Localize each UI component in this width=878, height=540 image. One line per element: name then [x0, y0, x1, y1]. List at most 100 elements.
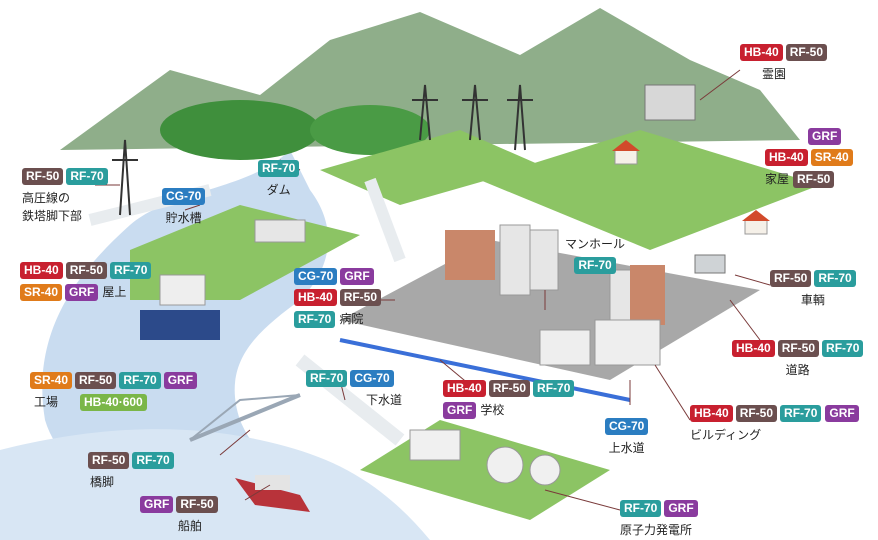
badge-grf: GRF	[664, 500, 698, 517]
badge-group: HB-40 RF-50 RF-70	[443, 380, 575, 397]
badge-group: HB-40 RF-50 RF-70	[732, 340, 864, 357]
badge-group: RF-70 GRF	[620, 500, 698, 517]
caption-reien: 霊園	[762, 67, 787, 81]
badge-rf-70: RF-70	[822, 340, 864, 357]
caption-kaoku: 家屋	[765, 172, 790, 186]
caption-doro: 道路	[785, 363, 810, 377]
caption-josui: 上水道	[608, 441, 645, 455]
caption-kyokyaku: 橋脚	[90, 475, 115, 489]
building	[254, 219, 306, 243]
badge-rf-70: RF-70	[780, 405, 822, 422]
pipe	[364, 177, 406, 263]
badge-rf-70: RF-70	[258, 160, 300, 177]
badge-group: HB-40 SR-40	[765, 149, 853, 166]
reactor-dome	[529, 454, 561, 486]
badge-cg-70: CG-70	[350, 370, 394, 387]
badge-rf-70: RF-70	[620, 500, 662, 517]
caption-byoin: 病院	[339, 312, 364, 326]
label-building: HB-40 RF-50 RF-70 GRF ビルディング	[690, 405, 860, 444]
badge-rf-70: RF-70	[119, 372, 161, 389]
house	[744, 219, 768, 235]
caption-sharyo: 車輌	[800, 293, 825, 307]
label-kojo: SR-40 RF-50 RF-70 GRF 工場 HB-40·600	[30, 372, 200, 411]
badge-hb-40-600: HB-40·600	[80, 393, 147, 411]
badge-grf: GRF	[163, 372, 198, 389]
factory	[159, 274, 206, 306]
caption-building: ビルディング	[690, 428, 762, 442]
bridge-cable	[189, 394, 301, 441]
caption-tettou: 高圧線の 鉄塔脚下部	[22, 191, 83, 223]
badge-rf-50: RF-50	[339, 289, 382, 306]
substation	[644, 84, 696, 121]
badge-rf-50: RF-50	[75, 372, 117, 389]
badge-rf-50: RF-50	[793, 170, 835, 188]
house-roof	[742, 210, 770, 221]
badge-cg-70: CG-70	[162, 188, 206, 205]
badge-cg-70: CG-70	[294, 268, 338, 285]
badge-hb-40: HB-40	[732, 340, 775, 357]
caption-gakko: 学校	[480, 403, 505, 417]
ship-hull	[235, 478, 310, 512]
badge-rf-50: RF-50	[65, 262, 108, 279]
label-sharyo: RF-50 RF-70 車輌	[770, 270, 856, 309]
badge-group: GRF RF-50	[140, 496, 218, 513]
label-kyokyaku: RF-50 RF-70 橋脚	[88, 452, 174, 491]
forest-hill	[310, 105, 430, 155]
label-genshiryoku: RF-70 GRF 原子力発電所	[620, 500, 698, 539]
caption-damu: ダム	[266, 183, 291, 197]
leader-lines	[95, 69, 771, 511]
badge-rf-50: RF-50	[785, 44, 828, 61]
badge-grf: GRF	[140, 496, 174, 513]
building	[630, 265, 665, 325]
badge-grf: GRF	[808, 128, 842, 145]
caption-chosui: 貯水槽	[165, 211, 202, 225]
badge-hb-40: HB-40	[690, 405, 733, 422]
label-josui: CG-70 上水道	[605, 418, 649, 457]
caption-genshiryoku: 原子力発電所	[620, 523, 693, 537]
badge-rf-50: RF-50	[22, 168, 64, 185]
ship-cargo	[255, 475, 290, 490]
badge-group: RF-70 CG-70	[306, 370, 394, 387]
badge-sr-40: SR-40	[20, 283, 63, 301]
truck	[694, 254, 726, 274]
badge-group: HB-40 RF-50 RF-70	[20, 262, 152, 279]
badge-rf-70: RF-70	[574, 257, 616, 274]
label-chosui: CG-70 貯水槽	[162, 188, 206, 227]
badge-hb-40: HB-40	[740, 44, 783, 61]
badge-rf-50: RF-50	[88, 452, 130, 469]
label-doro: HB-40 RF-50 RF-70 道路	[732, 340, 864, 379]
label-tettou: RF-50 RF-70 高圧線の 鉄塔脚下部	[22, 168, 108, 225]
badge-cg-70: CG-70	[605, 418, 649, 435]
badge-rf-50: RF-50	[176, 496, 218, 513]
building	[499, 224, 531, 296]
badge-grf: GRF	[825, 405, 859, 422]
label-gesui: RF-70 CG-70 下水道	[306, 370, 406, 409]
badge-grf: GRF	[443, 401, 477, 419]
bridge-deck	[189, 393, 301, 442]
residential-platform	[480, 130, 820, 250]
badge-rf-70: RF-70	[132, 452, 174, 469]
pylon	[462, 84, 488, 141]
building	[445, 230, 495, 280]
badge-grf: GRF	[65, 283, 99, 301]
pylon	[507, 84, 533, 151]
badge-group: CG-70 GRF	[294, 268, 374, 285]
caption-kojo: 工場	[34, 395, 59, 409]
pylon	[412, 84, 438, 141]
badge-rf-70: RF-70	[294, 310, 336, 328]
factory-roof	[140, 310, 220, 340]
badge-rf-70: RF-70	[306, 370, 348, 387]
badge-group: HB-40 RF-50 RF-70	[690, 405, 822, 422]
label-senpaku: GRF RF-50 船舶	[140, 496, 218, 535]
house	[614, 149, 638, 165]
caption-okujo: 屋上	[102, 285, 127, 299]
caption-manhole: マンホール	[565, 237, 626, 251]
badge-rf-70: RF-70	[66, 168, 108, 185]
water-pipe	[339, 338, 631, 402]
badge-group: RF-50 RF-70	[88, 452, 174, 469]
house-roof	[612, 140, 640, 151]
building	[529, 229, 559, 291]
badge-rf-70: RF-70	[533, 380, 575, 397]
building	[594, 319, 661, 366]
